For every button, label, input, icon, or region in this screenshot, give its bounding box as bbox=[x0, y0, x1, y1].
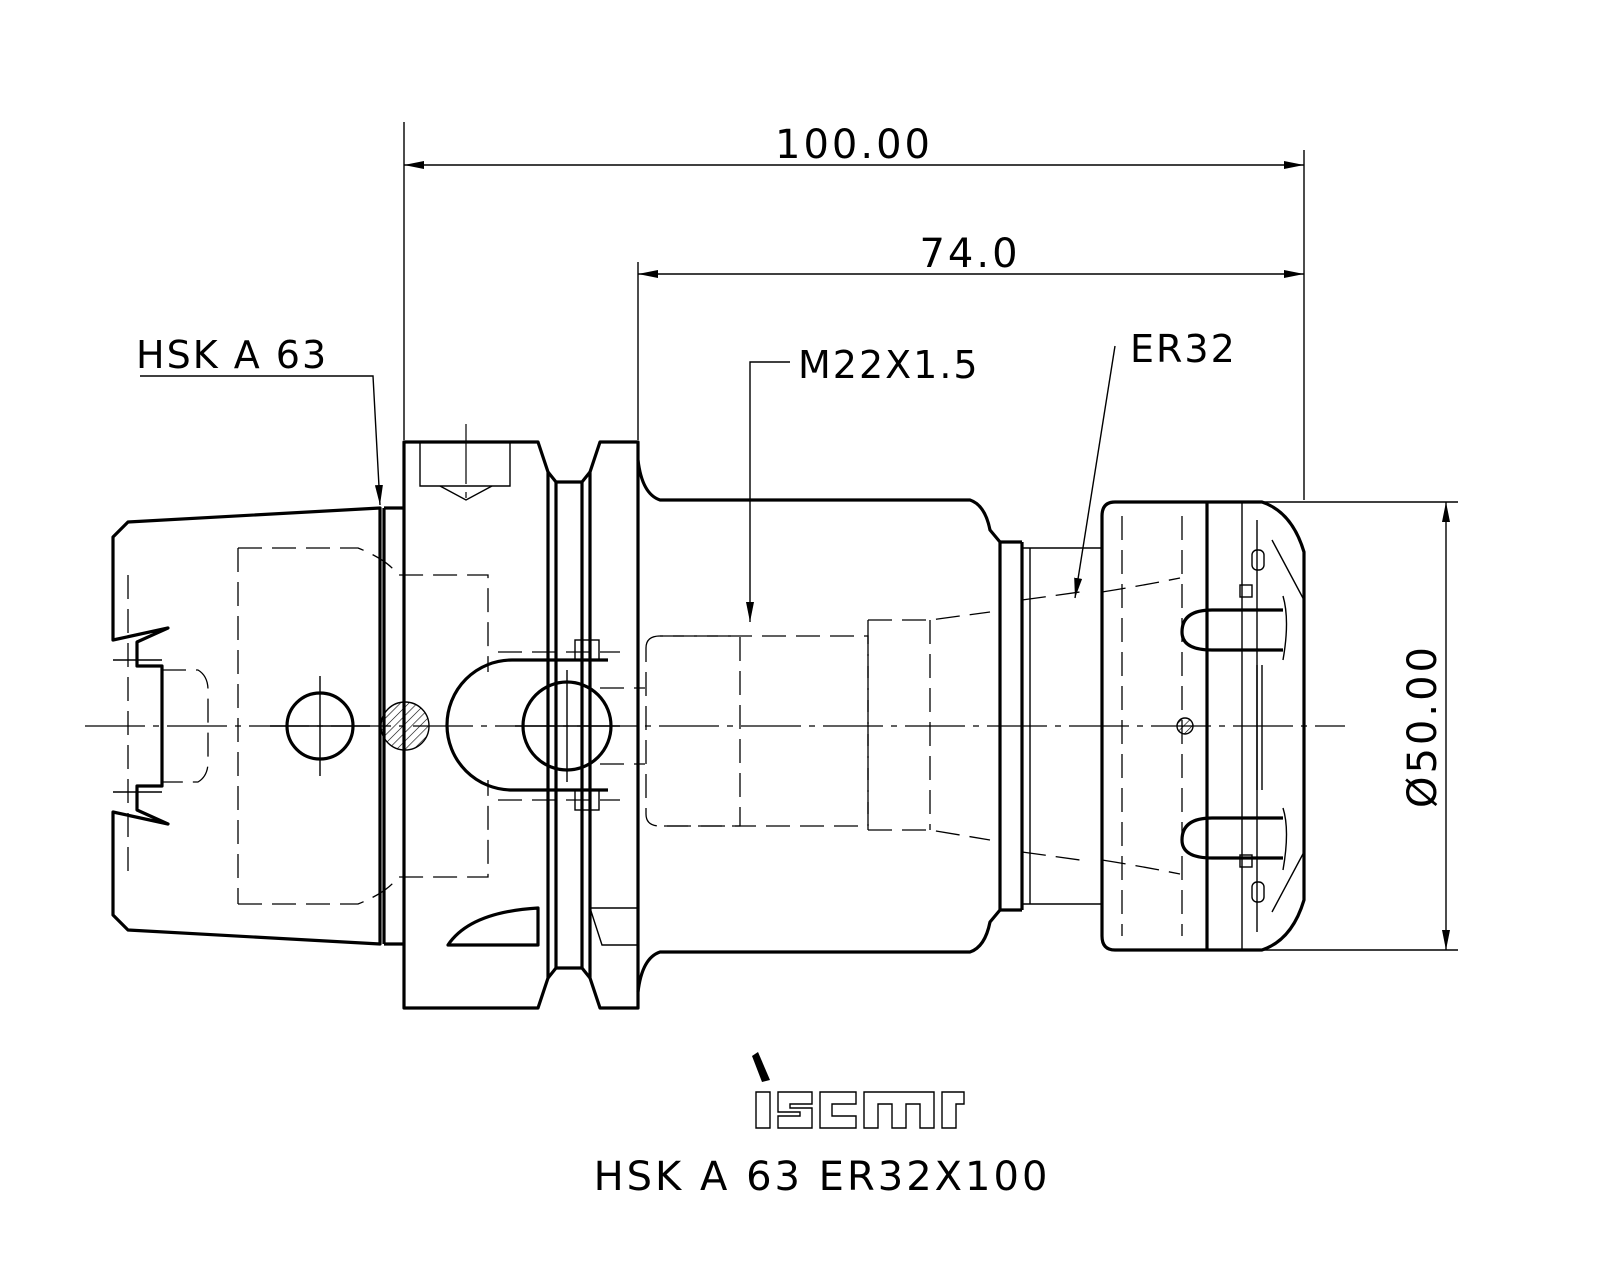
iscar-logo bbox=[752, 1052, 965, 1129]
hsk-taper-shank bbox=[111, 506, 489, 946]
flange-body bbox=[382, 424, 640, 1010]
callout-shank: HSK A 63 bbox=[136, 333, 383, 506]
dimension-gauge-length: 74.0 bbox=[637, 231, 1304, 440]
part-name: HSK A 63 ER32X100 bbox=[594, 1154, 1051, 1200]
key-detail bbox=[445, 639, 645, 811]
callout-thread: M22X1.5 bbox=[746, 343, 980, 622]
dimension-overall-length-value: 100.00 bbox=[775, 122, 933, 168]
center-mark bbox=[1176, 717, 1194, 735]
dimension-overall-length: 100.00 bbox=[403, 122, 1305, 500]
dimension-gauge-length-value: 74.0 bbox=[919, 231, 1020, 277]
dimension-diameter-value: Ø50.00 bbox=[1400, 644, 1446, 808]
callout-collet: ER32 bbox=[1074, 327, 1237, 599]
holder-body bbox=[636, 459, 1181, 993]
callout-collet-label: ER32 bbox=[1130, 327, 1237, 371]
dimension-diameter: Ø50.00 bbox=[1262, 501, 1458, 951]
callout-shank-label: HSK A 63 bbox=[136, 333, 328, 377]
callout-thread-label: M22X1.5 bbox=[798, 343, 980, 387]
